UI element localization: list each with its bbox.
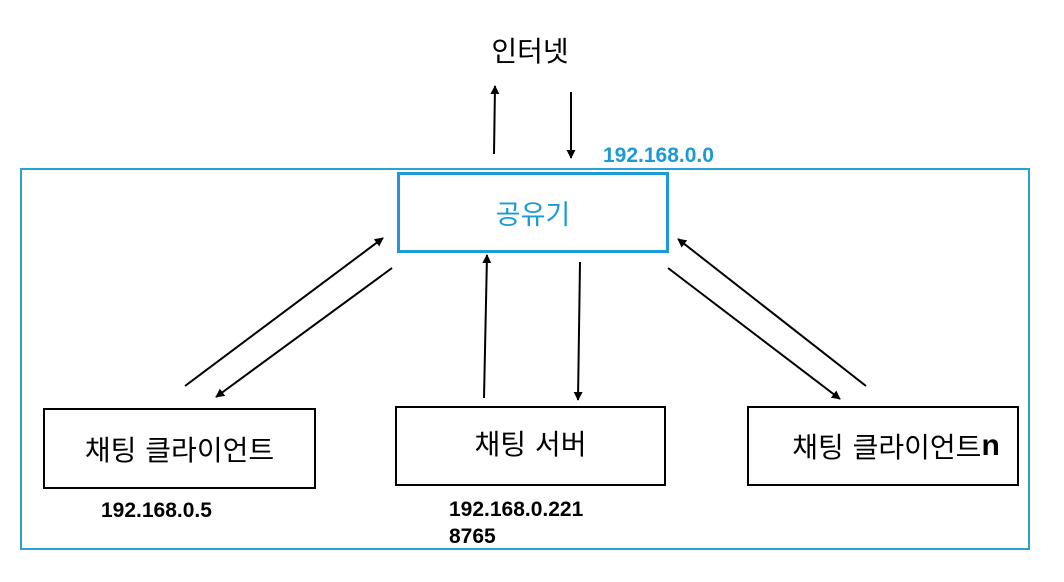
chat-client-1-label: 채팅 클라이언트 <box>84 433 275 467</box>
arrow-client1-to-router <box>184 237 384 387</box>
chat-client-n-label: 채팅 클라이언트 <box>792 431 982 464</box>
chat-server-port: 8765 <box>449 525 496 548</box>
lan-boundary <box>20 168 1030 550</box>
arrow-router-to-client-n <box>667 267 841 400</box>
router-box: 공유기 <box>397 172 669 253</box>
router-ip: 192.168.0.0 <box>603 144 714 167</box>
arrow-router-to-client1 <box>215 267 393 398</box>
arrow-router-to-server <box>573 261 583 401</box>
chat-server-ip: 192.168.0.221 <box>449 498 584 521</box>
router-label: 공유기 <box>495 200 571 231</box>
arrow-server-to-router <box>482 254 492 399</box>
arrow-router-to-internet <box>490 85 500 155</box>
chat-server-address: 192.168.0.221 8765 <box>449 496 583 550</box>
chat-client-1-box: 채팅 클라이언트 <box>43 408 316 489</box>
chat-server-label: 채팅 서버 <box>474 428 587 461</box>
chat-client-n-suffix: n <box>981 429 1000 462</box>
chat-server-box: 채팅 서버 <box>395 406 666 486</box>
internet-label: 인터넷 <box>491 35 569 68</box>
chat-client-1-ip: 192.168.0.5 <box>101 499 212 522</box>
arrow-client-n-to-router <box>677 238 867 387</box>
